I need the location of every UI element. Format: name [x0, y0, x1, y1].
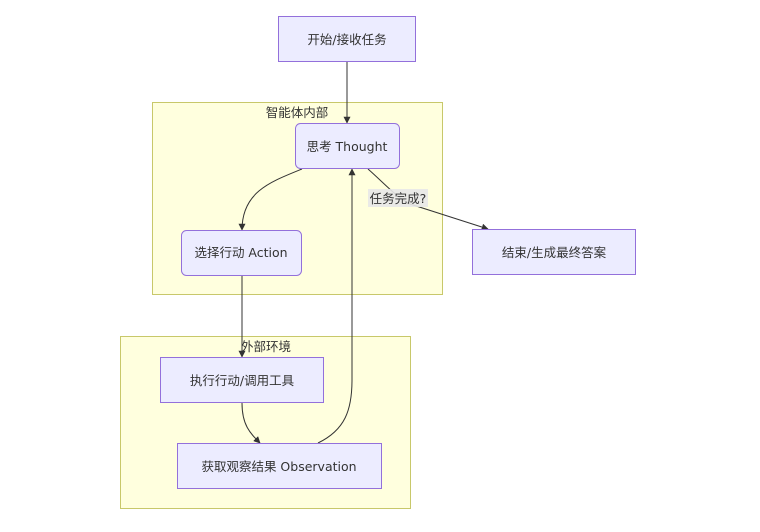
- node-action-label: 选择行动 Action: [194, 245, 287, 260]
- edge-label-task-complete: 任务完成?: [368, 189, 428, 207]
- node-thought-label: 思考 Thought: [307, 139, 388, 154]
- node-observe[interactable]: 获取观察结果 Observation: [177, 443, 382, 489]
- edge-thought-action: [238, 168, 303, 231]
- edge-label-text: 任务完成?: [370, 191, 427, 206]
- node-action[interactable]: 选择行动 Action: [181, 230, 302, 276]
- node-start[interactable]: 开始/接收任务: [278, 16, 416, 62]
- edge-observe-thought: [317, 168, 356, 444]
- node-start-label: 开始/接收任务: [307, 32, 386, 47]
- node-thought[interactable]: 思考 Thought: [295, 123, 400, 169]
- node-end-label: 结束/生成最终答案: [502, 245, 607, 260]
- node-observe-label: 获取观察结果 Observation: [201, 459, 356, 474]
- cluster-env-label: 外部环境: [241, 339, 291, 354]
- edge-execute-observe: [241, 402, 261, 444]
- node-execute-label: 执行行动/调用工具: [190, 373, 295, 388]
- node-execute[interactable]: 执行行动/调用工具: [160, 357, 324, 403]
- cluster-agent-label: 智能体内部: [266, 105, 329, 120]
- node-end[interactable]: 结束/生成最终答案: [472, 229, 636, 275]
